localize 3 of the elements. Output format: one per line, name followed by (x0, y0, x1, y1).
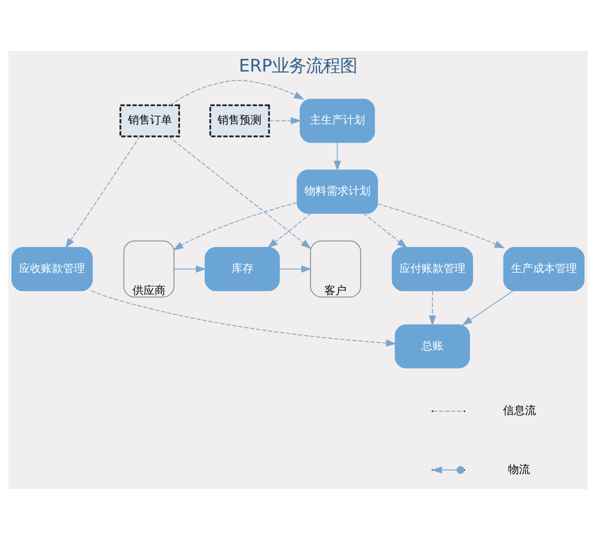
legend-label: 信息流 (503, 404, 536, 418)
diagram-title: ERP业务流程图 (238, 56, 358, 77)
legend-label: 物流 (508, 462, 530, 476)
